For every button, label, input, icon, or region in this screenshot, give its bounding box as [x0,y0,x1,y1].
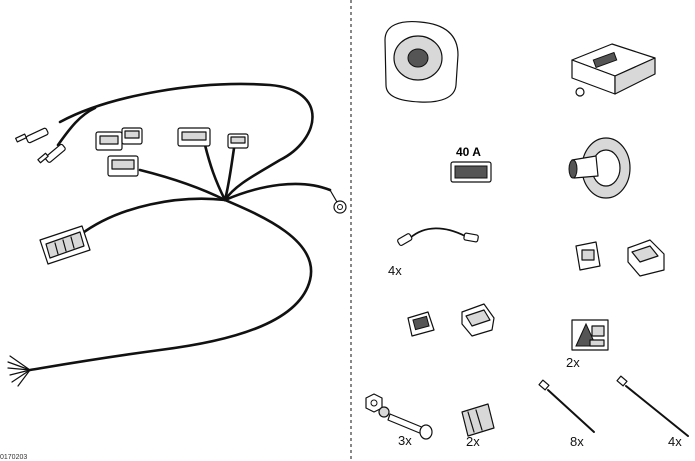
connector-block [95,131,123,151]
wiring-harness: 0170203 [0,82,347,461]
trailer-socket [384,20,459,103]
fuse-label: 40 A [456,145,481,159]
spade-terminal [37,143,66,164]
connector-housing [461,303,495,337]
connector-block [107,155,139,177]
multi-pin-connector [39,225,91,265]
connector-housing [627,239,665,277]
spade-terminal [15,127,49,144]
control-module [571,43,656,97]
cable-tie-large: 4x [616,375,689,449]
connector-housing [407,311,435,337]
socket-grommet [568,137,631,199]
tie-small-qty: 8x [570,434,584,449]
tie-large-qty: 4x [668,434,682,449]
warning-sticker: 2x [566,319,609,370]
sticker-qty: 2x [566,355,580,370]
connector-block [177,127,211,147]
foam-pad: 2x [461,403,495,449]
bolt-qty: 3x [398,433,412,448]
drawing-code: 0170203 [0,454,27,461]
bolt-kit: 3x [365,393,433,448]
connector-wire-qty: 4x [388,263,402,278]
connector-housing [575,241,601,271]
fuse-40a: 40 A [450,145,492,183]
connector-wire: 4x [388,227,479,278]
connector-block [121,127,143,145]
cable-tie-small: 8x [538,379,595,449]
loose-wire-ends [7,355,31,387]
connector-block [227,133,249,149]
foam-qty: 2x [466,434,480,449]
